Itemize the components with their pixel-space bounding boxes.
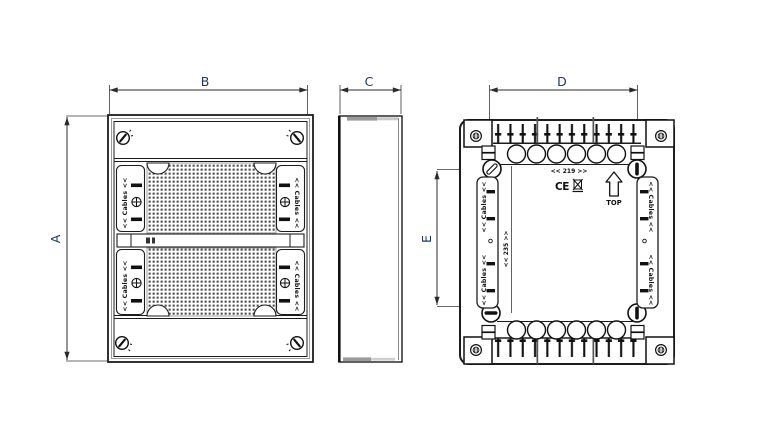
screw-icon: [279, 196, 291, 208]
dimension-c: C: [339, 74, 402, 114]
top-label: TOP: [606, 199, 621, 207]
up-arrow-icon: [605, 171, 623, 197]
cable-entry-comb-top: [493, 117, 641, 145]
quarter-turn-lock-icon: [115, 129, 134, 145]
back-view: << Cables << << Cables << << Cables << <…: [459, 117, 675, 365]
back-cable-slot-right: << Cables << << Cables <<: [636, 176, 659, 309]
height-marking: << 235 >>: [503, 231, 510, 268]
cables-label: << Cables <<: [481, 254, 488, 305]
cables-label: << Cables <<: [647, 254, 654, 305]
front-cable-column-right: << Cables << << Cables <<: [275, 164, 306, 316]
fixing-screw-icon: [482, 159, 502, 179]
cables-label: << Cables <<: [122, 177, 129, 228]
knockout-holes-top: [506, 144, 627, 164]
cables-label: << Cables <<: [122, 260, 129, 311]
cable-notch: [253, 162, 277, 175]
side-view: [338, 115, 403, 363]
cables-label: << Cables <<: [293, 260, 300, 311]
dim-c-label: C: [365, 74, 374, 89]
back-cable-slot-left: << Cables << << Cables <<: [476, 176, 499, 309]
cable-notch: [146, 304, 170, 317]
ce-mark-label: CE: [555, 181, 569, 193]
width-marking: << 219 >>: [551, 168, 588, 175]
quarter-turn-lock-icon: [114, 336, 133, 352]
mounting-bracket: [645, 119, 675, 148]
front-view: << Cables << << Cables << << Cables << <…: [107, 114, 314, 363]
screw-icon: [131, 277, 142, 289]
mounting-bracket: [463, 119, 493, 148]
perforated-panel-bottom: [146, 247, 277, 317]
dim-d-label: D: [557, 74, 567, 89]
fixing-screw-icon: [627, 159, 647, 179]
quarter-turn-lock-icon: [286, 129, 305, 145]
knockout-holes-bottom: [506, 320, 627, 340]
dimension-a: A: [48, 115, 107, 362]
weee-crossed-bin-icon: [572, 178, 583, 193]
hinge-clip: [481, 145, 645, 340]
cables-label: << Cables <<: [293, 177, 300, 228]
perforated-panel-top: [146, 162, 277, 234]
cables-label: << Cables <<: [481, 181, 488, 232]
cable-notch: [146, 162, 170, 175]
dim-b-label: B: [201, 74, 210, 89]
din-rail-divider: [116, 233, 305, 248]
dim-e-label: E: [419, 235, 434, 243]
cable-notch: [253, 304, 277, 317]
screw-icon: [279, 277, 291, 289]
dim-a-label: A: [48, 234, 63, 243]
mounting-bracket: [463, 336, 493, 365]
dimension-b: B: [109, 74, 308, 114]
mounting-bracket: [645, 336, 675, 365]
quarter-turn-lock-icon: [286, 336, 305, 352]
cables-label: << Cables <<: [647, 181, 654, 232]
front-cable-column-left: << Cables << << Cables <<: [115, 164, 146, 316]
screw-icon: [131, 196, 142, 208]
